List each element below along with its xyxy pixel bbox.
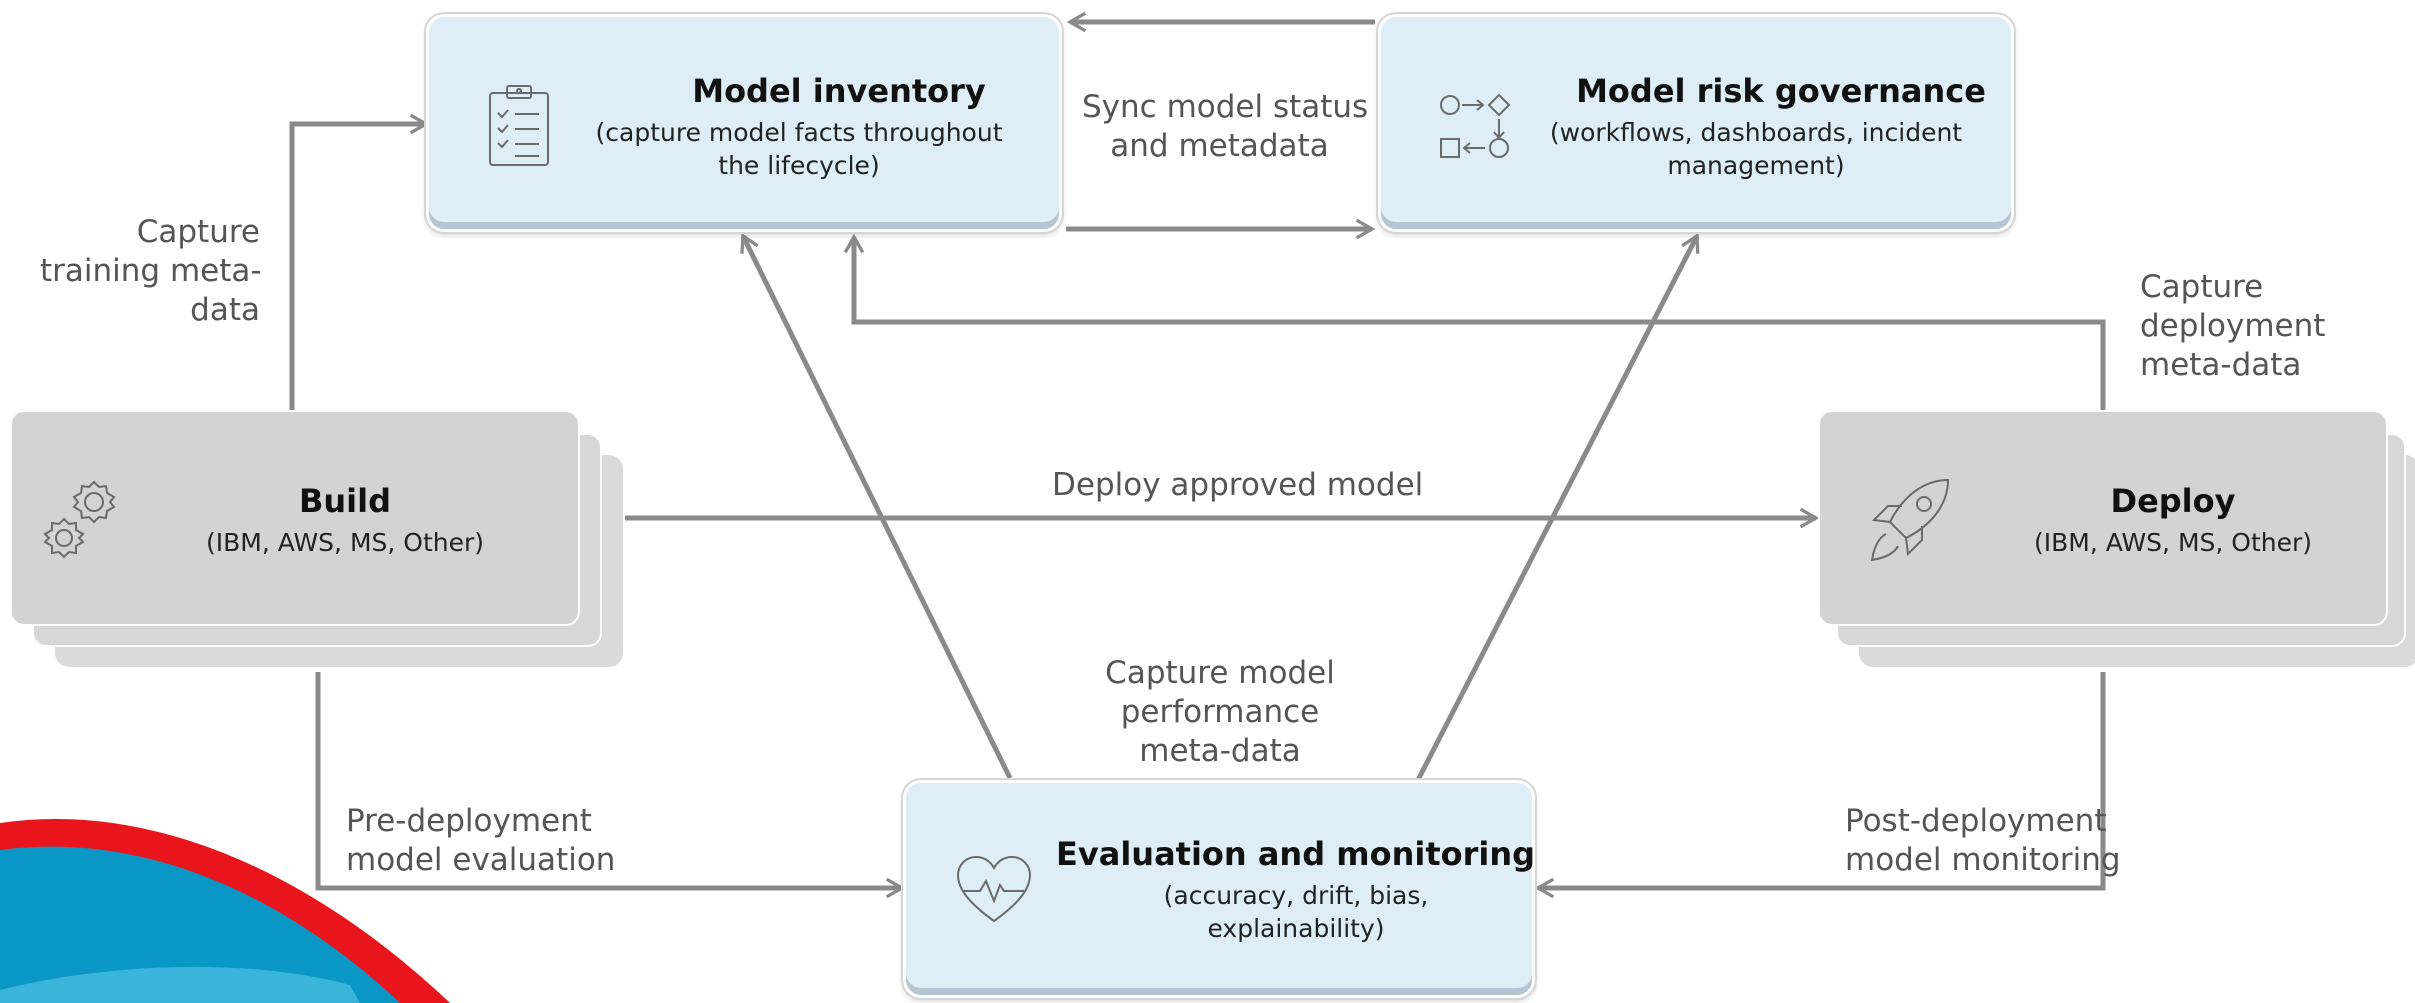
decorative-corner-shape xyxy=(0,819,450,1003)
deploy-to-inventory-arrow xyxy=(843,233,2106,410)
model-inventory-subtitle-line1: (capture model facts throughout xyxy=(595,118,1003,147)
build-title: Build xyxy=(298,482,391,520)
capture-deployment-label-line2: deployment xyxy=(2140,308,2326,344)
build-to-evaluation-arrow xyxy=(315,672,906,899)
evaluation-monitoring-node[interactable]: Evaluation and monitoring (accuracy, dri… xyxy=(901,778,1537,1000)
workflow-shapes-icon xyxy=(1437,87,1517,171)
deploy-subtitle: (IBM, AWS, MS, Other) xyxy=(2033,528,2313,557)
evaluation-monitoring-subtitle: (accuracy, drift, bias, explainability) xyxy=(1096,879,1496,945)
pre-deployment-label-line2: model evaluation xyxy=(346,842,616,878)
clipboard-checklist-icon xyxy=(487,83,553,173)
model-inventory-subtitle-line2: the lifecycle) xyxy=(718,151,880,180)
pre-deployment-label: Pre-deployment model evaluation xyxy=(346,802,615,880)
post-deployment-label-line2: model monitoring xyxy=(1845,842,2121,878)
post-deployment-label-line1: Post-deployment xyxy=(1845,803,2107,839)
model-risk-governance-subtitle: (workflows, dashboards, incident managem… xyxy=(1546,116,1966,182)
model-risk-governance-subtitle-line1: (workflows, dashboards, incident xyxy=(1549,118,1963,147)
capture-deployment-label-line3: meta-data xyxy=(2140,347,2302,383)
sync-label-line1: Sync model status xyxy=(1082,89,1369,125)
evaluation-monitoring-subtitle-line2: explainability) xyxy=(1207,914,1385,943)
rocket-icon xyxy=(1866,474,1956,570)
deploy-approved-label: Deploy approved model xyxy=(1052,467,1424,503)
model-inventory-node[interactable]: Model inventory (capture model facts thr… xyxy=(424,12,1064,234)
sync-label: Sync model status and metadata xyxy=(1082,88,1369,166)
heart-pulse-icon xyxy=(956,855,1032,929)
capture-training-label-line2: training meta- xyxy=(40,253,262,289)
build-subtitle: (IBM, AWS, MS, Other) xyxy=(205,528,485,557)
capture-deployment-label-line1: Capture xyxy=(2140,269,2264,305)
gears-icon xyxy=(42,478,122,568)
capture-performance-label-line2: performance xyxy=(1120,694,1320,730)
model-inventory-title: Model inventory xyxy=(692,72,986,110)
evaluation-monitoring-title: Evaluation and monitoring xyxy=(1056,835,1536,873)
build-to-inventory-arrow xyxy=(289,113,430,412)
capture-training-label-line1: Capture xyxy=(136,214,260,250)
capture-performance-label: Capture model performance meta-data xyxy=(1080,654,1360,771)
deploy-to-evaluation-arrow xyxy=(1534,672,2106,899)
sync-label-line2: and metadata xyxy=(1110,128,1329,164)
capture-deployment-label: Capture deployment meta-data xyxy=(2140,268,2325,385)
evaluation-to-inventory-arrow xyxy=(740,233,1013,780)
model-risk-governance-title: Model risk governance xyxy=(1576,72,1986,110)
build-node[interactable]: Build (IBM, AWS, MS, Other) xyxy=(10,410,580,626)
model-risk-governance-node[interactable]: Model risk governance (workflows, dashbo… xyxy=(1376,12,2016,234)
deploy-title: Deploy xyxy=(2110,482,2236,520)
post-deployment-label: Post-deployment model monitoring xyxy=(1845,802,2121,880)
model-risk-governance-subtitle-line2: management) xyxy=(1667,151,1845,180)
capture-training-label: Capture training meta- data xyxy=(40,213,262,330)
deploy-node[interactable]: Deploy (IBM, AWS, MS, Other) xyxy=(1818,410,2388,626)
evaluation-monitoring-subtitle-line1: (accuracy, drift, bias, xyxy=(1163,881,1429,910)
model-inventory-subtitle: (capture model facts throughout the life… xyxy=(589,116,1009,182)
capture-training-label-line3: data xyxy=(190,292,260,328)
evaluation-to-governance-arrow xyxy=(1415,233,1700,782)
capture-performance-label-line1: Capture model xyxy=(1105,655,1335,691)
pre-deployment-label-line1: Pre-deployment xyxy=(346,803,592,839)
capture-performance-label-line3: meta-data xyxy=(1139,733,1301,769)
